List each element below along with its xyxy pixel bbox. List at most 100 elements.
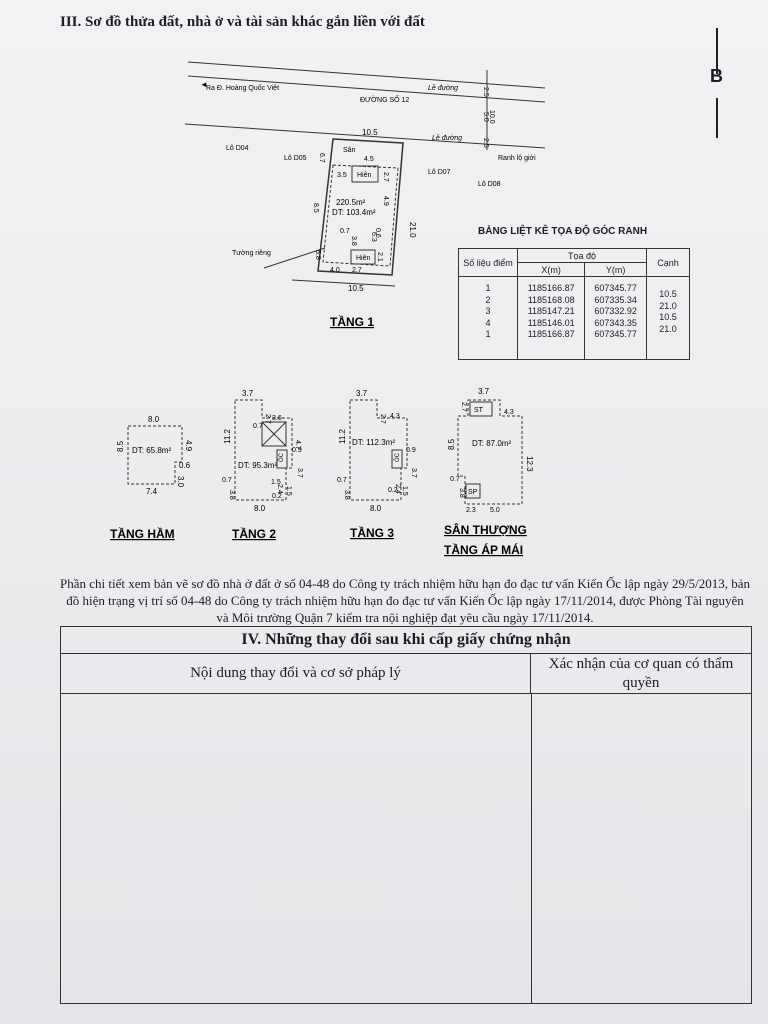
floor3-c: 0.9 [406, 447, 416, 454]
floor3-outline [349, 399, 408, 501]
col-y: Y(m) [584, 262, 647, 277]
area-built: DT: 103.4m² [332, 208, 376, 217]
section-3-title: III. Sơ đồ thửa đất, nhà ở và tài sản kh… [60, 14, 425, 30]
floor2-caption: TẦNG 2 [232, 526, 276, 541]
point-4: 4 [485, 317, 491, 328]
floor2-area: DT: 95.3m² [238, 461, 277, 470]
boundary-label: Ranh lộ giới [498, 155, 536, 162]
roof-caption-1: SÂN THƯỢNG [444, 522, 527, 537]
y-5: 607345.77 [594, 329, 637, 339]
floor2-k: 3.8 [228, 490, 235, 500]
roof-b: 4.3 [504, 409, 514, 416]
changes-column-header: Nội dung thay đổi và cơ sở pháp lý [61, 653, 531, 694]
road-arrow: ◄ [200, 80, 208, 89]
coord-table: Số liệu điểm Tọa độ Cạnh X(m) Y(m) 1 2 3… [458, 248, 690, 360]
point-5: 1 [485, 329, 491, 339]
floor3-left: 11.2 [338, 428, 347, 444]
curb-label-top: Lề đường [428, 83, 458, 92]
roof-st [469, 401, 493, 417]
floor3-i: 1.5 [401, 486, 408, 496]
y-1: 607345.77 [594, 283, 637, 293]
floor2-left: 11.2 [223, 428, 232, 444]
edge-cell: 10.5 21.0 10.5 21.0 [646, 276, 690, 360]
porch-top [351, 165, 379, 183]
roof-sp-label: SP [468, 489, 478, 496]
roof-bottom-a: 2.3 [466, 507, 476, 514]
dim-inner-3-8: 3.8 [350, 236, 357, 246]
floor3-bottom: 8.0 [370, 504, 382, 513]
party-wall-pointer [263, 247, 326, 269]
edge-4: 21.0 [659, 323, 677, 334]
floor-plans: 8.0 8.5 4.9 0.6 3.0 7.4 DT: 65.8m² 3.7 1… [110, 387, 534, 557]
coord-table-title: BẢNG LIỆT KÊ TỌA ĐỘ GÓC RANH [478, 226, 648, 237]
floor3-h: 3.8 [343, 490, 350, 500]
edge-bar-bottom [716, 98, 718, 138]
floor3-caption: TẦNG 3 [350, 525, 394, 540]
site-plan: ◄ Ra Đ. Hoàng Quốc Việt ĐƯỜNG SỐ 12 Lề đ… [184, 61, 546, 329]
x-cell: 1185166.87 1185168.08 1185147.21 1185146… [516, 276, 586, 360]
floor2-i: 0.2 [272, 493, 282, 500]
floor3-f: 0.2 [388, 487, 398, 494]
roof-sp [465, 483, 481, 499]
dim-left-6-7: 6.7 [318, 153, 325, 163]
floor2-j: 0.7 [222, 477, 232, 484]
col-edge: Cạnh [646, 248, 690, 277]
floor3-stair [391, 449, 403, 469]
dim-inner-0-7: 0.7 [340, 228, 350, 235]
floor2-g: 1.5 [271, 479, 281, 486]
dim-inner-2-1: 2.1 [376, 252, 383, 262]
floor2-outline [234, 399, 293, 501]
dim-road-5: 5.0 [482, 112, 489, 122]
basement-right-b: 0.6 [179, 461, 191, 470]
floor2-h: 2.4 [276, 484, 283, 494]
basement-caption: TẦNG HẦM [110, 526, 175, 541]
x-4: 1185146.01 [527, 317, 575, 328]
dim-inner-0-6: 0.6 [374, 228, 381, 238]
roof-caption-2: TẦNG ÁP MÁI [444, 542, 523, 557]
lot-d05: Lô D05 [284, 155, 307, 162]
dim-road-10: 10.0 [488, 110, 495, 124]
roof-c: 0.7 [450, 476, 460, 483]
point-3: 3 [485, 306, 491, 316]
floor2-c: 0.7 [253, 423, 263, 430]
dim-bottom-width: 10.5 [348, 284, 364, 293]
road-name: ĐƯỜNG SỐ 12 [360, 94, 409, 104]
floor2-b: 3.6 [272, 415, 282, 422]
dim-left-8-5: 8.5 [312, 203, 319, 213]
roof-left: 8.5 [447, 438, 456, 450]
y-3: 607332.92 [594, 306, 637, 316]
edge-bar-top [716, 28, 718, 74]
floor2-void [261, 421, 287, 447]
col-x: X(m) [516, 262, 586, 277]
point-2: 2 [485, 294, 491, 305]
porch-top-label: Hiên [357, 172, 372, 179]
area-total: 220.5m² [336, 198, 366, 207]
dim-bottom-2-7: 2.7 [352, 267, 362, 274]
section-4-table: IV. Những thay đổi sau khi cấp giấy chứn… [60, 626, 752, 1004]
basement-right-a: 4.9 [184, 440, 193, 452]
basement-outline [127, 425, 183, 485]
floor1-caption: TẦNG 1 [330, 314, 374, 329]
y-cell: 607345.77 607335.34 607332.92 607343.35 … [584, 276, 647, 360]
roof-st-label: ST [474, 407, 484, 414]
yard-label: Sân [343, 147, 356, 154]
roof-bottom-b: 5.0 [490, 507, 500, 514]
col-coords: Tọa độ [517, 248, 647, 263]
floor2-bottom: 8.0 [254, 504, 266, 513]
basement-bottom: 7.4 [146, 487, 158, 496]
edge-2: 21.0 [659, 300, 677, 311]
dim-road-a: 2.5 [482, 87, 489, 97]
floor3-area: DT: 112.3m² [352, 438, 395, 447]
confirmation-column-header: Xác nhận của cơ quan có thẩm quyền [531, 653, 751, 694]
roof-a: 2.7 [460, 402, 467, 412]
dim-porch-3-5: 3.5 [337, 172, 347, 179]
dim-porch-2-7: 2.7 [382, 172, 389, 182]
floor3-e: 2.4 [394, 484, 401, 494]
porch-bottom [350, 249, 376, 265]
ground-line [291, 279, 396, 287]
x-1: 1185166.87 [527, 283, 575, 293]
basement-top: 8.0 [148, 415, 160, 424]
floor3-g: 0.7 [337, 477, 347, 484]
edge-3: 10.5 [659, 312, 677, 322]
column-divider [531, 694, 532, 1003]
